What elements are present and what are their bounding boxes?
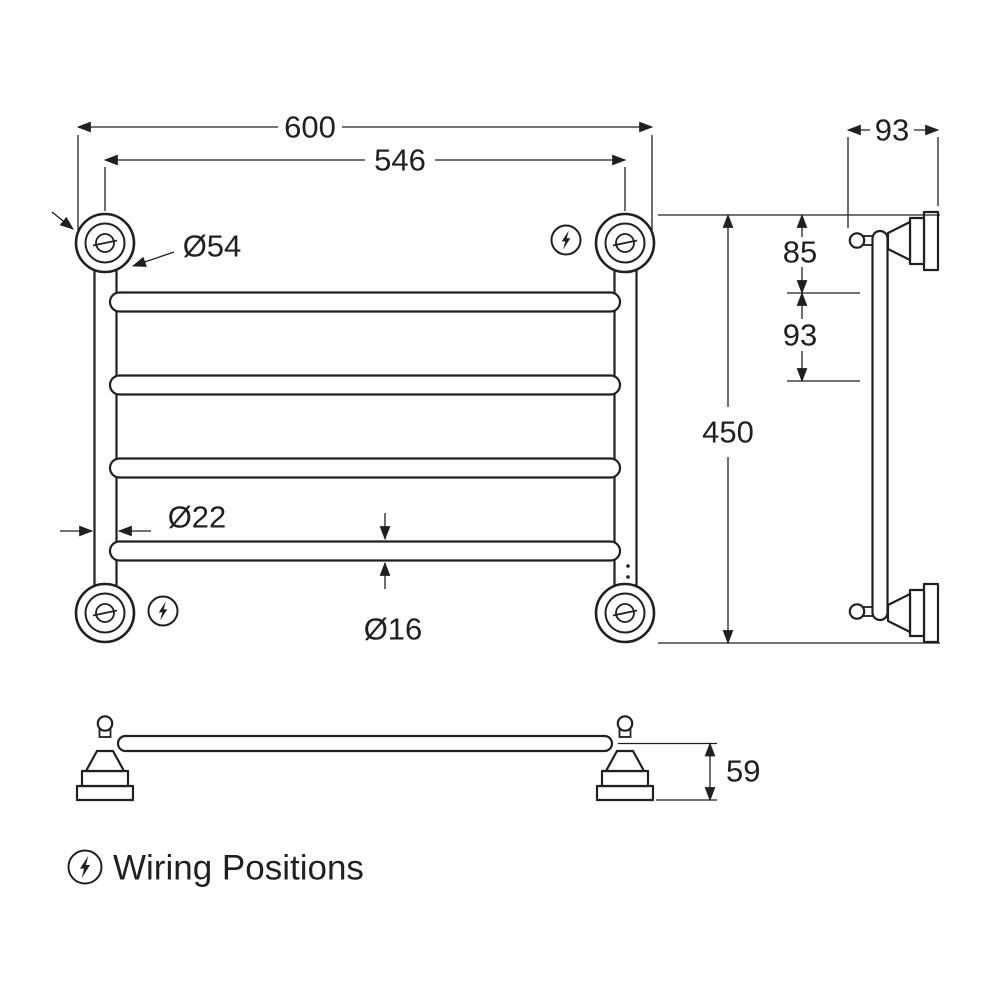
wiring-entry-dot	[626, 575, 630, 579]
plan-bracket-right	[595, 749, 655, 802]
rail-4	[108, 540, 622, 562]
finial-ball-right	[616, 715, 634, 732]
dim-label-top-offset: 85	[783, 235, 817, 270]
dim-label-rail-pitch: 93	[783, 318, 817, 353]
dim-post-diameter: Ø22	[60, 500, 227, 537]
side-post	[871, 229, 889, 622]
rail-2	[108, 374, 622, 396]
wiring-bolt-icon-bottom-left	[147, 595, 179, 627]
flange-top-left	[74, 212, 136, 274]
screw-slot	[92, 609, 118, 617]
flange-bottom-right	[594, 582, 656, 644]
legend-label: Wiring Positions	[113, 849, 364, 888]
dim-rail-pitch: 93	[783, 291, 860, 383]
dim-label-overall-width: 600	[284, 110, 336, 145]
flange-top-right	[594, 212, 656, 274]
dim-label-rail-diameter: Ø16	[364, 612, 423, 647]
dim-overall-height: 450	[658, 213, 940, 645]
rail-3	[108, 457, 622, 479]
finial-ball-top	[848, 232, 866, 249]
dim-label-flange-diameter: Ø54	[183, 229, 242, 264]
rail-1	[108, 291, 622, 313]
dim-bracket-height: 59	[618, 742, 760, 802]
finial-ball-left	[96, 715, 114, 732]
flange-bottom-left	[74, 582, 136, 644]
screw-slot	[612, 239, 638, 247]
dim-label-side-projection: 93	[875, 113, 909, 148]
finial-ball-bottom	[848, 603, 866, 620]
dim-label-bracket-height: 59	[726, 754, 760, 789]
wiring-legend: Wiring Positions	[67, 849, 364, 888]
lightning-bolt-icon	[79, 855, 91, 879]
dim-label-post-diameter: Ø22	[168, 500, 227, 535]
front-view	[74, 212, 656, 644]
dim-flange-diameter: Ø54	[51, 211, 242, 267]
screw-slot	[612, 609, 638, 617]
dim-overall-width: 600	[76, 110, 654, 230]
plan-view	[75, 715, 655, 802]
plan-bracket-left	[75, 749, 135, 802]
screw-slot	[92, 239, 118, 247]
wiring-entry-dot	[626, 564, 630, 568]
dim-rail-diameter: Ø16	[364, 513, 423, 647]
wiring-bolt-icon-legend	[67, 849, 103, 885]
plan-rail	[116, 734, 614, 753]
dim-mounting-centers: 546	[103, 143, 627, 211]
dim-side-projection: 93	[846, 113, 940, 228]
dim-label-mounting-centers: 546	[374, 143, 426, 178]
dimensions: 600 546 93 450	[51, 110, 940, 802]
side-view	[848, 210, 940, 644]
dim-top-offset: 85	[783, 213, 860, 295]
side-bracket-bottom	[886, 582, 940, 644]
side-bracket-top	[886, 210, 940, 272]
wiring-bolt-icon-top-right	[550, 224, 582, 256]
dim-label-overall-height: 450	[702, 415, 754, 450]
rails	[108, 291, 622, 562]
